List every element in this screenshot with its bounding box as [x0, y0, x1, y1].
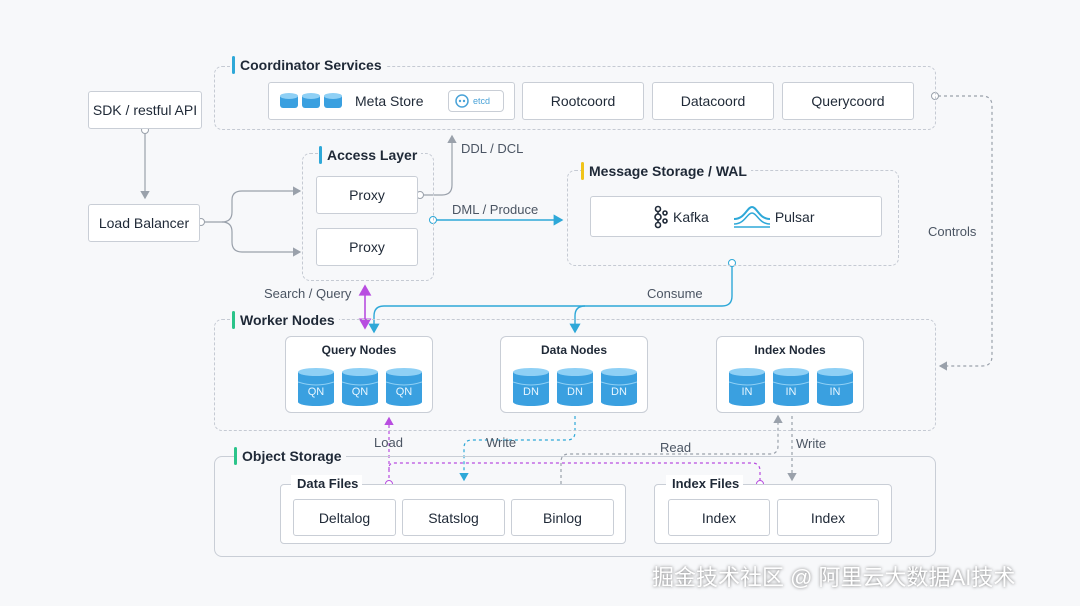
query-node-cylinder-label: QN — [351, 386, 369, 398]
query-node-cylinder-label: QN — [395, 386, 413, 398]
load-label: Load — [374, 435, 403, 450]
load-balancer-box: Load Balancer — [88, 204, 200, 242]
index-box-2: Index — [777, 499, 879, 536]
consume-label: Consume — [647, 286, 703, 301]
ddl-label: DDL / DCL — [461, 141, 524, 156]
kafka-label: Kafka — [673, 208, 709, 225]
meta-store-label: Meta Store — [355, 93, 424, 109]
sdk-label: SDK / restful API — [92, 102, 198, 118]
proxy-label-2: Proxy — [349, 239, 385, 255]
mq-box: Kafka Pulsar — [590, 196, 882, 237]
object-storage-title: Object Storage — [234, 447, 346, 465]
watermark-text: 掘金技术社区 @ 阿里云大数据AI技术 — [652, 565, 1016, 590]
read-label: Read — [660, 440, 692, 455]
index-node-cylinder: IN — [773, 368, 809, 406]
dml-label: DML / Produce — [452, 202, 539, 217]
binlog-label: Binlog — [543, 509, 582, 526]
load-balancer-label: Load Balancer — [98, 215, 190, 231]
coordinator-region — [214, 66, 936, 130]
deltalog-box: Deltalog — [293, 499, 396, 536]
data-node-cylinder: DN — [557, 368, 593, 406]
query-node-cylinder: QN — [342, 368, 378, 406]
data-node-cylinder-label: DN — [567, 386, 583, 398]
proxy-box-2: Proxy — [316, 228, 418, 266]
index-node-cylinder: IN — [817, 368, 853, 406]
data-node-cylinder: DN — [601, 368, 637, 406]
data-nodes-title: Data Nodes — [540, 343, 608, 357]
access-layer-title: Access Layer — [319, 146, 422, 164]
coordinator-title: Coordinator Services — [232, 56, 386, 74]
search-label: Search / Query — [264, 286, 352, 301]
data-files-title: Data Files — [291, 475, 363, 493]
index-node-cylinder-label: IN — [741, 386, 753, 398]
message-storage-title: Message Storage / WAL — [581, 162, 751, 180]
worker-title: Worker Nodes — [232, 311, 339, 329]
index-node-cylinder-label: IN — [785, 386, 797, 398]
kafka-icon — [654, 205, 668, 228]
write-label-1: Write — [486, 435, 517, 450]
statslog-label: Statslog — [428, 509, 479, 526]
pulsar-icon — [733, 205, 770, 228]
binlog-box: Binlog — [511, 499, 614, 536]
index-label-1: Index — [701, 509, 737, 526]
database-icon — [280, 93, 342, 108]
write-label-2: Write — [796, 436, 827, 451]
statslog-box: Statslog — [402, 499, 505, 536]
index-nodes-group: Index Nodes IN IN IN — [716, 336, 864, 413]
data-node-cylinder: DN — [513, 368, 549, 406]
index-files-title: Index Files — [666, 475, 744, 493]
data-node-cylinder-label: DN — [523, 386, 539, 398]
etcd-icon — [455, 94, 469, 108]
sdk-box: SDK / restful API — [88, 91, 202, 129]
query-node-cylinder: QN — [298, 368, 334, 406]
object-storage-region — [214, 456, 936, 557]
query-node-cylinder-label: QN — [307, 386, 325, 398]
querycoord-box: Querycoord — [782, 82, 914, 120]
query-nodes-group: Query Nodes QN QN QN — [285, 336, 433, 413]
rootcoord-label: Rootcoord — [550, 93, 616, 109]
worker-region — [214, 319, 936, 431]
pulsar-label: Pulsar — [774, 208, 815, 225]
data-nodes-group: Data Nodes DN DN DN — [500, 336, 648, 413]
datacoord-box: Datacoord — [652, 82, 774, 120]
proxy-label-1: Proxy — [349, 187, 385, 203]
etcd-label: etcd — [473, 96, 491, 106]
querycoord-label: Querycoord — [811, 93, 885, 109]
query-nodes-title: Query Nodes — [321, 343, 397, 357]
index-box-1: Index — [668, 499, 770, 536]
proxy-box-1: Proxy — [316, 176, 418, 214]
query-node-cylinder: QN — [386, 368, 422, 406]
data-node-cylinder-label: DN — [611, 386, 627, 398]
index-node-cylinder: IN — [729, 368, 765, 406]
rootcoord-box: Rootcoord — [522, 82, 644, 120]
controls-label: Controls — [928, 224, 977, 239]
index-nodes-title: Index Nodes — [754, 343, 826, 357]
datacoord-label: Datacoord — [680, 93, 746, 109]
deltalog-label: Deltalog — [318, 509, 371, 526]
etcd-badge: etcd — [448, 90, 504, 112]
index-label-2: Index — [810, 509, 846, 526]
index-node-cylinder-label: IN — [829, 386, 841, 398]
